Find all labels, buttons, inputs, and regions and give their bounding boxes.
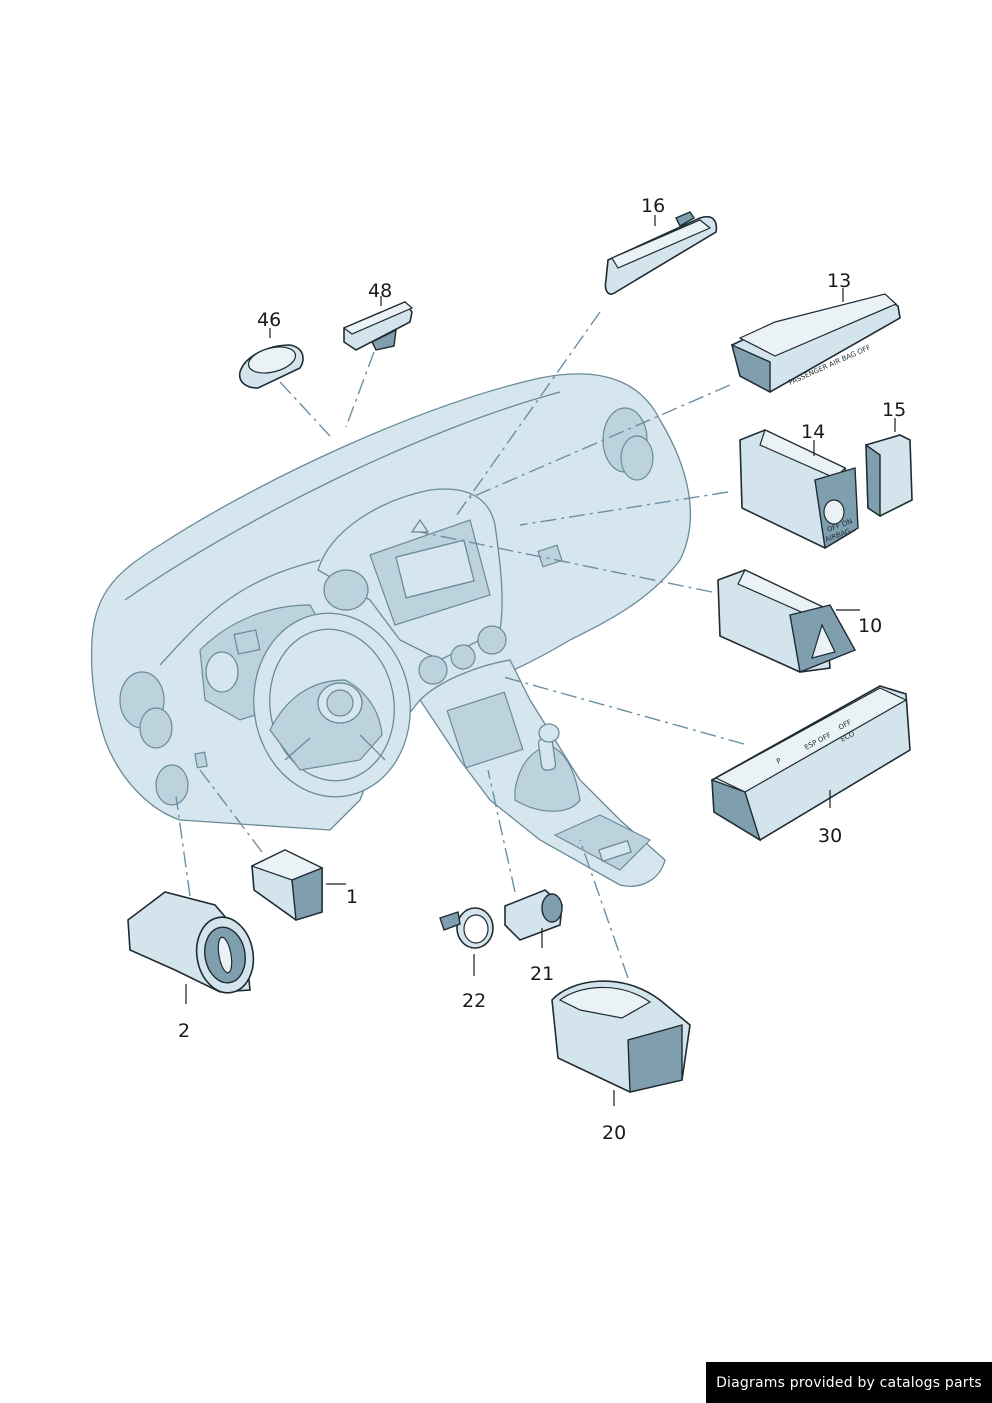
part-10-hazard-switch: [717, 569, 856, 673]
leader-1: [199, 769, 263, 853]
part-2-headlight-switch: [127, 891, 255, 994]
part-16-trim-strip: [604, 211, 718, 295]
part-21-socket: [504, 889, 563, 941]
part-20-tray: [551, 980, 691, 1093]
catalog-credit-badge: Diagrams provided by catalogs parts: [706, 1362, 992, 1403]
leader-10: [419, 531, 713, 593]
callout-10: 10: [858, 615, 882, 637]
leader-16: [455, 311, 601, 517]
callout-15: 15: [882, 399, 906, 421]
part-1-light-switch: [250, 849, 324, 921]
part-15-blanking-cap: [865, 434, 913, 518]
callout-labels: 16 13 15 14 10 30 46 48 1 2 22 21 20: [178, 195, 906, 1144]
dashboard-illustration: [90, 373, 691, 887]
callout-22: 22: [462, 990, 486, 1012]
part-46-button-cap: [238, 344, 304, 389]
part-30-switch-panel: P ESP OFF OFF ECO: [711, 685, 911, 842]
callout-46: 46: [257, 309, 281, 331]
leader-48: [345, 351, 375, 428]
part-48-switch: [342, 301, 414, 351]
callout-13: 13: [827, 270, 851, 292]
leader-13: [469, 384, 731, 499]
leader-14: [519, 491, 729, 526]
callout-48: 48: [368, 280, 392, 302]
callout-20: 20: [602, 1122, 626, 1144]
callout-21: 21: [530, 963, 554, 985]
btn-park-label: P: [775, 757, 782, 766]
leader-46: [279, 381, 331, 437]
leader-20: [579, 839, 629, 979]
part-22-ring: [439, 907, 494, 949]
callout-2: 2: [178, 1020, 190, 1042]
leader-21: [487, 769, 516, 893]
part-13-airbag-indicator: PASSENGER AIR BAG OFF: [730, 293, 901, 394]
callout-14: 14: [801, 421, 825, 443]
callout-1: 1: [346, 886, 358, 908]
callout-30: 30: [818, 825, 842, 847]
callout-16: 16: [641, 195, 665, 217]
leader-lines: [175, 311, 745, 979]
leader-30: [499, 675, 745, 745]
part-14-key-switch: OFF ON AIRBAG: [739, 429, 859, 550]
leader-2: [175, 795, 191, 897]
